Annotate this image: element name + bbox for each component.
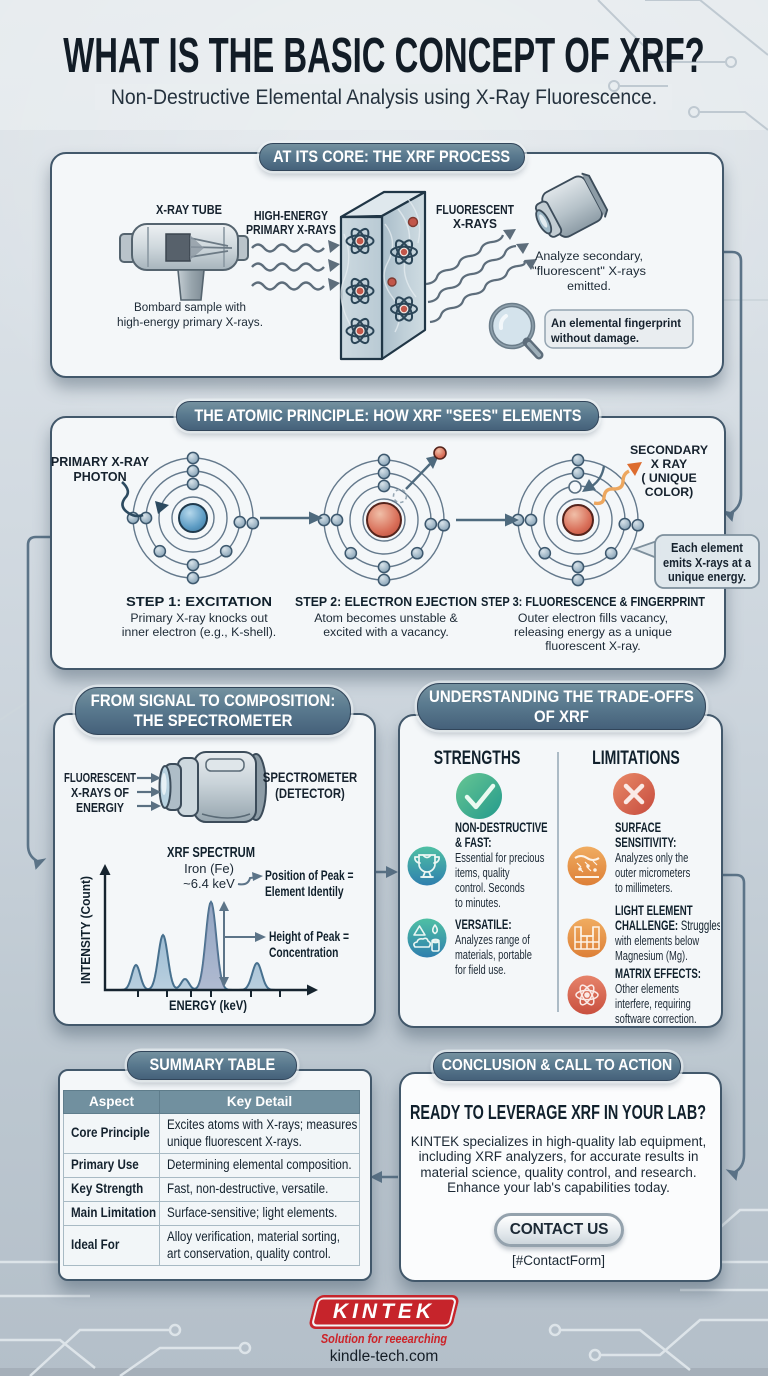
svg-text:ENERGIY: ENERGIY xyxy=(76,801,125,815)
svg-text:~6.4 keV: ~6.4 keV xyxy=(183,876,235,891)
svg-text:interfere, requiring: interfere, requiring xyxy=(615,998,691,1012)
svg-text:SECONDARY: SECONDARY xyxy=(630,443,708,457)
svg-text:FLUORESCENT: FLUORESCENT xyxy=(436,203,514,217)
svg-text:STEP 3: FLUORESCENCE & FINGERP: STEP 3: FLUORESCENCE & FINGERPRINT xyxy=(481,594,705,609)
svg-text:COLOR): COLOR) xyxy=(645,485,694,499)
svg-text:Analyze secondary,: Analyze secondary, xyxy=(535,249,643,263)
svg-text:to millimeters.: to millimeters. xyxy=(615,882,673,896)
svg-text:ENERGY (keV): ENERGY (keV) xyxy=(169,997,247,1013)
svg-text:with elements below: with elements below xyxy=(614,935,700,949)
svg-text:without damage.: without damage. xyxy=(550,331,639,345)
svg-text:for field use.: for field use. xyxy=(455,964,506,978)
svg-text:Magnesium (Mg).: Magnesium (Mg). xyxy=(615,950,688,964)
svg-text:control. Seconds: control. Seconds xyxy=(455,882,525,896)
svg-text:FLUORESCENT: FLUORESCENT xyxy=(64,771,136,785)
svg-text:CHALLENGE: Struggles: CHALLENGE: Struggles xyxy=(615,919,720,934)
svg-text:Position of Peak =: Position of Peak = xyxy=(265,868,354,884)
svg-text:high-energy primary X-rays.: high-energy primary X-rays. xyxy=(117,315,263,329)
svg-text:fluorescent X-ray.: fluorescent X-ray. xyxy=(545,639,640,653)
svg-text:& FAST:: & FAST: xyxy=(455,836,491,851)
svg-text:INTENSITY (Count): INTENSITY (Count) xyxy=(78,876,93,984)
svg-text:emitted.: emitted. xyxy=(567,279,611,293)
svg-text:X-RAY TUBE: X-RAY TUBE xyxy=(156,203,222,217)
svg-text:XRF SPECTRUM: XRF SPECTRUM xyxy=(167,844,255,861)
svg-text:SENSITIVITY:: SENSITIVITY: xyxy=(615,836,676,851)
svg-text:Concentration: Concentration xyxy=(269,945,338,961)
svg-text:materials, portable: materials, portable xyxy=(455,949,532,963)
svg-text:inner electron (e.g., K-shell): inner electron (e.g., K-shell). xyxy=(122,625,276,639)
svg-text:Other elements: Other elements xyxy=(615,983,679,997)
svg-text:PRIMARY X-RAY: PRIMARY X-RAY xyxy=(51,455,150,469)
svg-text:SURFACE: SURFACE xyxy=(615,821,661,836)
svg-text:to minutes.: to minutes. xyxy=(455,897,501,911)
svg-text:unique energy.: unique energy. xyxy=(668,569,746,584)
svg-text:STEP 1: EXCITATION: STEP 1: EXCITATION xyxy=(126,594,272,609)
svg-text:Essential for precious: Essential for precious xyxy=(455,852,545,866)
svg-text:LIGHT ELEMENT: LIGHT ELEMENT xyxy=(615,904,693,919)
svg-text:HIGH-ENERGY: HIGH-ENERGY xyxy=(254,209,329,223)
svg-text:Element Identily: Element Identily xyxy=(265,884,344,900)
svg-text:Each element: Each element xyxy=(671,540,744,555)
svg-text:Primary X-ray knocks out: Primary X-ray knocks out xyxy=(130,611,268,625)
svg-text:STEP 2: ELECTRON EJECTION: STEP 2: ELECTRON EJECTION xyxy=(295,594,477,609)
svg-text:LIMITATIONS: LIMITATIONS xyxy=(592,747,680,769)
svg-text:STRENGTHS: STRENGTHS xyxy=(434,747,521,769)
svg-text:Analyzes only the: Analyzes only the xyxy=(615,852,688,866)
svg-text:"fluorescent" X-rays: "fluorescent" X-rays xyxy=(532,264,646,278)
svg-text:releasing energy as a unique: releasing energy as a unique xyxy=(514,625,672,639)
svg-text:outer micrometers: outer micrometers xyxy=(615,867,691,881)
svg-text:Outer electron fills vacancy,: Outer electron fills vacancy, xyxy=(518,611,668,625)
svg-text:( UNIQUE: ( UNIQUE xyxy=(641,471,696,485)
svg-text:(DETECTOR): (DETECTOR) xyxy=(275,786,345,801)
svg-text:SPECTROMETER: SPECTROMETER xyxy=(263,770,357,785)
svg-text:An elemental fingerprint: An elemental fingerprint xyxy=(551,316,681,330)
svg-text:MATRIX EFFECTS:: MATRIX EFFECTS: xyxy=(615,967,701,982)
svg-text:VERSATILE:: VERSATILE: xyxy=(455,918,512,933)
svg-text:NON-DESTRUCTIVE: NON-DESTRUCTIVE xyxy=(455,821,548,836)
svg-text:X RAY: X RAY xyxy=(651,457,687,471)
svg-text:PRIMARY X-RAYS: PRIMARY X-RAYS xyxy=(246,223,336,237)
svg-text:items, quality: items, quality xyxy=(455,867,510,881)
svg-text:excited with a vacancy.: excited with a vacancy. xyxy=(323,625,449,639)
svg-text:PHOTON: PHOTON xyxy=(73,470,126,484)
svg-text:emits X-rays at a: emits X-rays at a xyxy=(663,555,752,570)
svg-text:Height of Peak =: Height of Peak = xyxy=(269,929,349,945)
svg-text:Atom becomes unstable &: Atom becomes unstable & xyxy=(314,611,458,625)
svg-text:Bombard sample with: Bombard sample with xyxy=(134,300,246,314)
svg-text:X-RAYS: X-RAYS xyxy=(453,217,497,231)
svg-text:X-RAYS OF: X-RAYS OF xyxy=(71,786,129,800)
svg-text:Analyzes range of: Analyzes range of xyxy=(455,934,531,948)
svg-text:Iron (Fe): Iron (Fe) xyxy=(184,861,234,876)
svg-text:software correction.: software correction. xyxy=(615,1013,697,1027)
